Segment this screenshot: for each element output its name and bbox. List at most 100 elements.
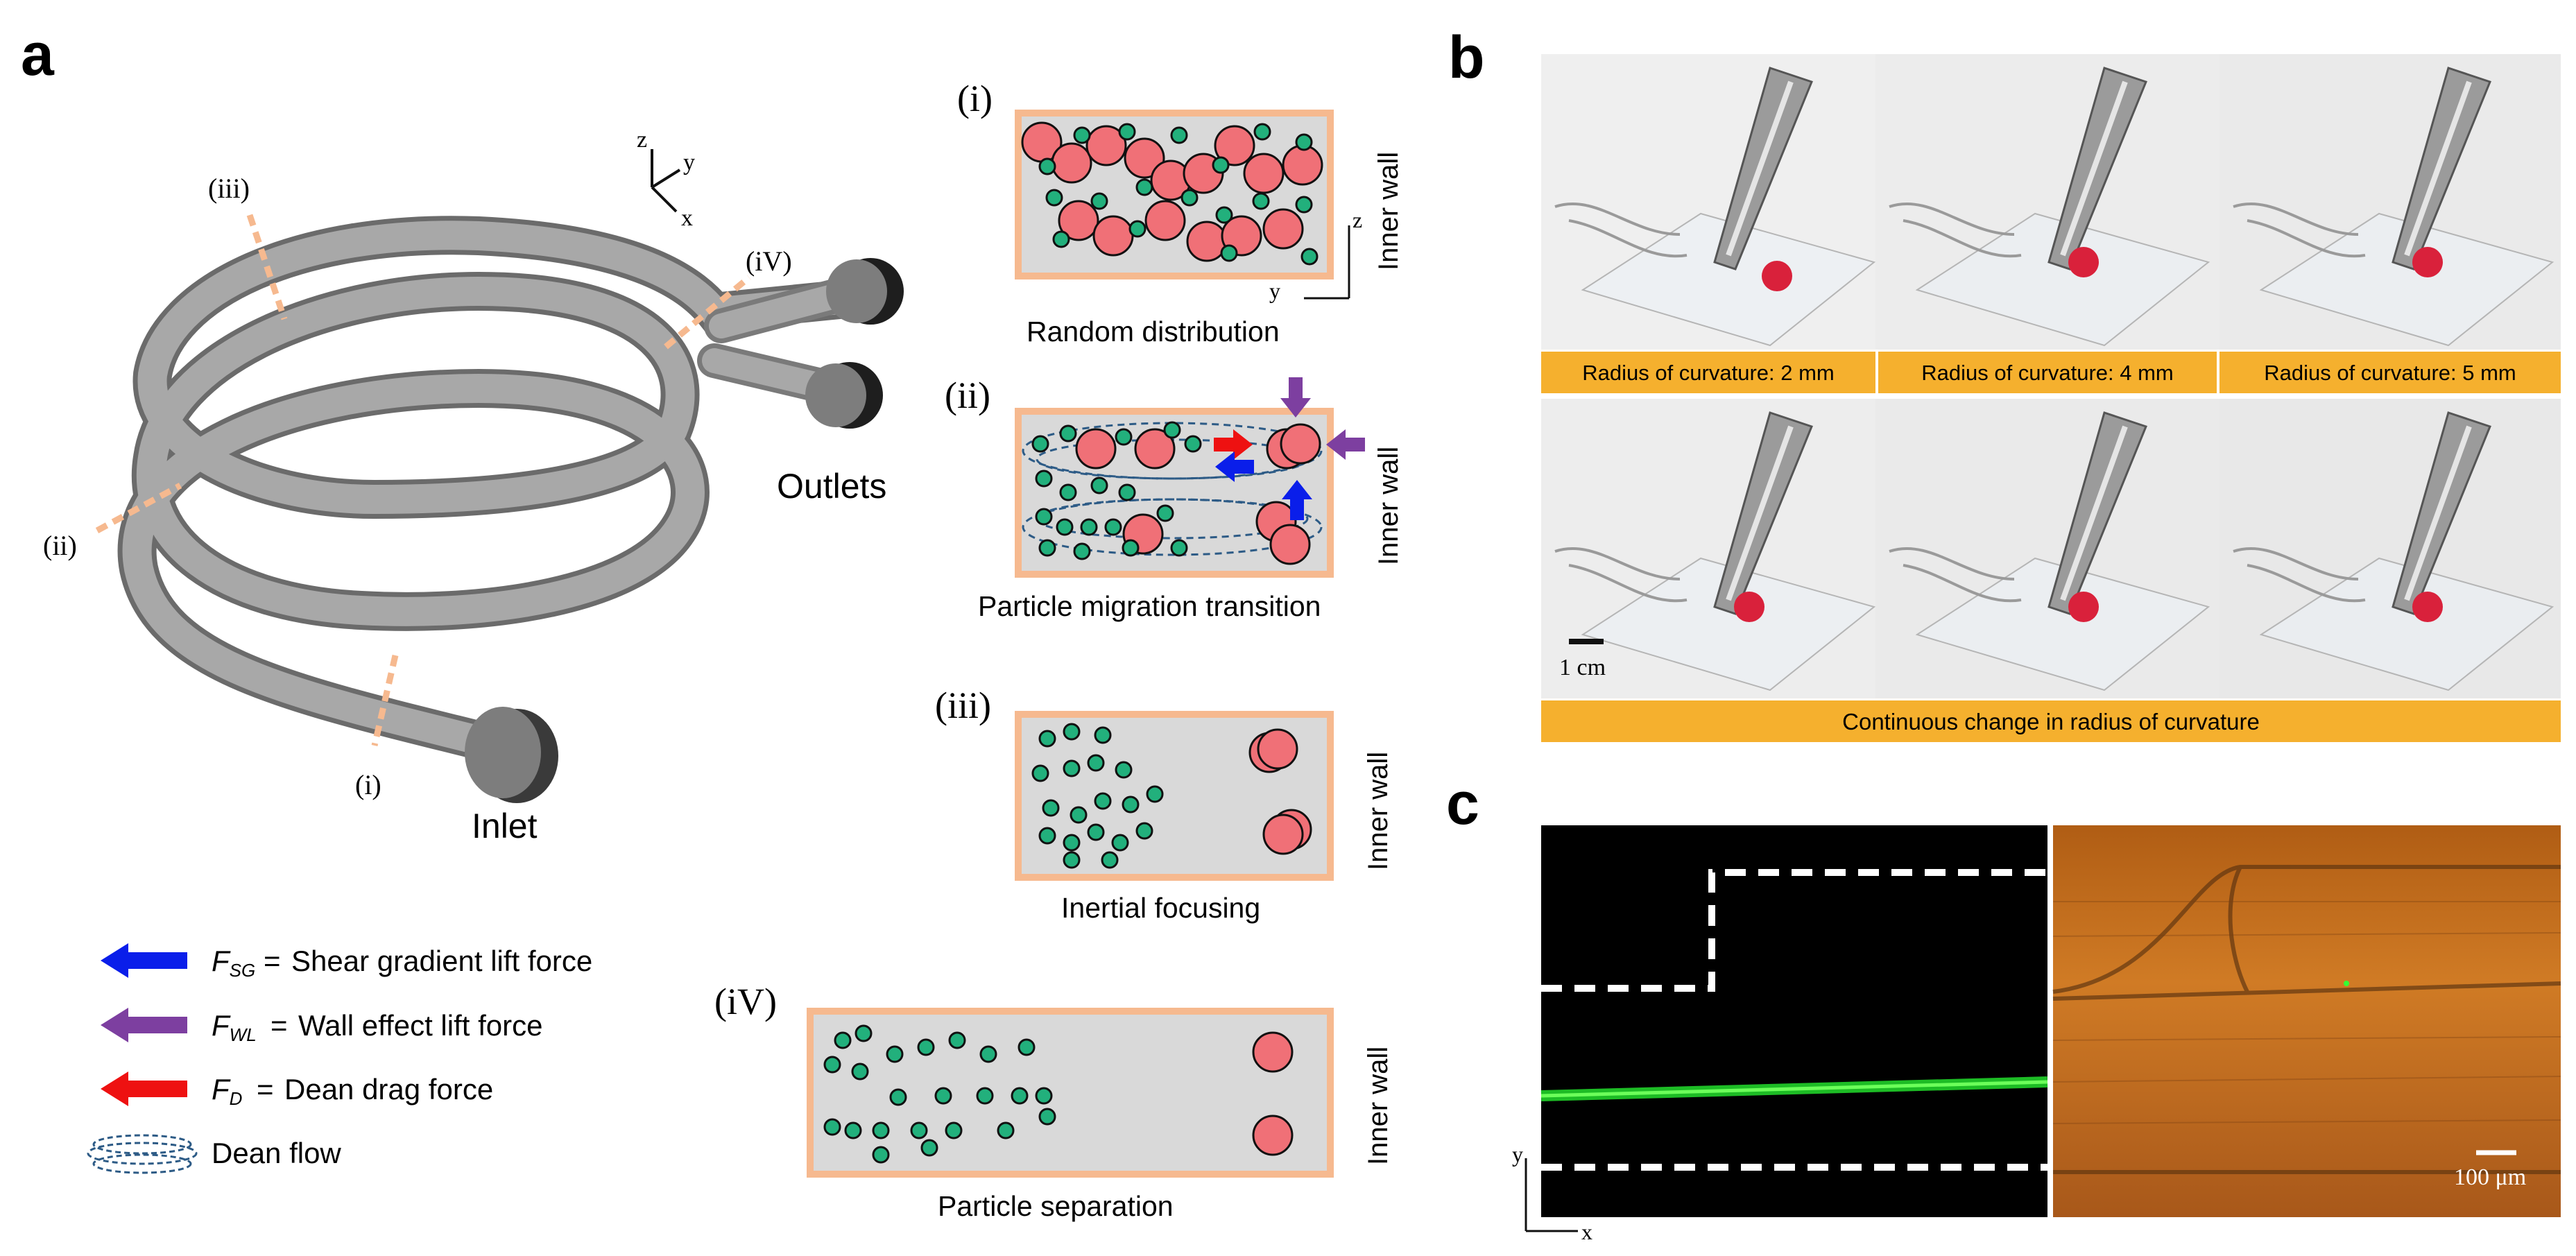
small-particle xyxy=(1295,196,1313,214)
small-particle xyxy=(1118,123,1136,141)
small-particle xyxy=(920,1139,938,1157)
large-particle xyxy=(1262,814,1304,855)
large-particle xyxy=(1252,1031,1294,1073)
large-particle xyxy=(1282,144,1323,186)
small-particle xyxy=(945,1121,963,1139)
small-particle xyxy=(1087,754,1105,772)
large-particle xyxy=(1075,428,1117,470)
channel-box xyxy=(807,1008,1334,1178)
legend-subscript: WL xyxy=(230,1024,257,1045)
large-particle xyxy=(1085,125,1127,166)
small-particle xyxy=(1038,827,1056,845)
fluorescence-image xyxy=(1541,825,2047,1217)
small-particle xyxy=(1300,248,1319,266)
marker-i-label: (i) xyxy=(355,769,381,800)
axis-y-label: y xyxy=(683,150,695,175)
particles xyxy=(823,1024,1294,1164)
outlets-label: Outlets xyxy=(777,467,886,506)
wall-force-arrow-icon xyxy=(1280,377,1311,418)
small-particle xyxy=(1073,542,1091,560)
small-particle xyxy=(1038,157,1056,175)
legend-subscript: D xyxy=(230,1088,243,1109)
cross-section-label: (iV) xyxy=(714,981,777,1022)
inner-wall-label: Inner wall xyxy=(1373,447,1404,565)
small-particle xyxy=(910,1121,928,1139)
cross-section-i: (i) Random distribution Inner wall z y xyxy=(957,78,1404,347)
svg-text:FD: FD xyxy=(212,1073,242,1109)
small-particle xyxy=(1170,126,1188,144)
small-particle xyxy=(1038,539,1056,557)
small-particle xyxy=(1184,435,1202,453)
blue-arrow-icon xyxy=(101,943,187,978)
marker-ii-label: (ii) xyxy=(43,530,77,561)
cross-section-iv: (iV) Particle separation Inner wall xyxy=(714,981,1393,1222)
large-particle xyxy=(1124,137,1165,179)
section-markers xyxy=(95,214,751,747)
small-particle xyxy=(1035,1087,1053,1105)
device-sketch xyxy=(2233,67,2554,347)
small-particle xyxy=(1122,795,1140,814)
red-arrow-icon xyxy=(101,1072,187,1106)
small-particle xyxy=(976,1087,994,1105)
small-particle xyxy=(1215,206,1233,224)
panel-c-letter: c xyxy=(1446,771,1479,837)
small-particle xyxy=(1017,1038,1036,1056)
small-particle xyxy=(1031,764,1049,782)
cross-section-label: (i) xyxy=(957,78,993,119)
small-particle xyxy=(1163,421,1181,439)
small-particle xyxy=(1059,424,1077,442)
large-particle xyxy=(1257,728,1298,770)
small-particle xyxy=(1253,123,1271,141)
small-particle xyxy=(872,1121,890,1139)
small-particle xyxy=(834,1031,852,1049)
small-particle xyxy=(1052,230,1070,248)
axes-triad xyxy=(651,149,681,213)
banner-bottom xyxy=(1541,700,2561,742)
purple-arrow-icon xyxy=(101,1008,187,1042)
large-particle xyxy=(1058,200,1099,241)
small-particle xyxy=(1094,792,1112,810)
small-particle xyxy=(1170,539,1188,557)
small-particle xyxy=(1042,799,1060,817)
small-particle xyxy=(1094,726,1112,744)
small-particle xyxy=(1031,435,1049,453)
banner-top-3-label: Radius of curvature: 5 mm xyxy=(2264,361,2516,385)
small-particle xyxy=(1111,834,1129,852)
legend-item-shear: FSG = Shear gradient lift force xyxy=(101,943,592,981)
device-sketch xyxy=(1889,67,2210,347)
large-particle xyxy=(1262,208,1304,250)
channel-walls xyxy=(2052,865,2561,1174)
small-particle xyxy=(1252,192,1270,210)
large-particle xyxy=(1051,142,1092,184)
small-particle xyxy=(1080,518,1098,536)
small-particle xyxy=(1180,189,1199,207)
small-particle xyxy=(1035,508,1053,526)
marker-iv-label: (iV) xyxy=(746,246,792,277)
inlet-port xyxy=(465,707,558,803)
small-particle xyxy=(1035,470,1053,488)
banner-top-2 xyxy=(1878,352,2217,393)
large-particle xyxy=(1134,428,1176,470)
small-particle xyxy=(1063,834,1081,852)
device-sketch xyxy=(1554,67,1876,347)
small-particle xyxy=(1045,189,1063,207)
cross-section-caption: Random distribution xyxy=(1027,316,1280,347)
small-particle xyxy=(1056,518,1074,536)
device-sketch xyxy=(1554,411,1876,691)
shear-force-arrow-icon xyxy=(1215,451,1254,482)
small-particle xyxy=(872,1146,890,1164)
small-particle xyxy=(889,1088,907,1106)
inner-wall-label: Inner wall xyxy=(1363,752,1393,870)
small-particle xyxy=(1122,539,1140,557)
large-particle xyxy=(1269,524,1311,565)
small-particle xyxy=(851,1063,869,1081)
small-particle xyxy=(1212,156,1230,174)
scale-bar-label: 100 μm xyxy=(2454,1164,2526,1190)
legend-equals: = xyxy=(257,1073,274,1106)
xy-axes xyxy=(1525,1158,1578,1232)
small-particle xyxy=(1070,806,1088,824)
inner-wall-label: Inner wall xyxy=(1363,1047,1393,1165)
particles xyxy=(1031,723,1312,869)
banner-bottom-label: Continuous change in radius of curvature xyxy=(1842,709,2260,734)
